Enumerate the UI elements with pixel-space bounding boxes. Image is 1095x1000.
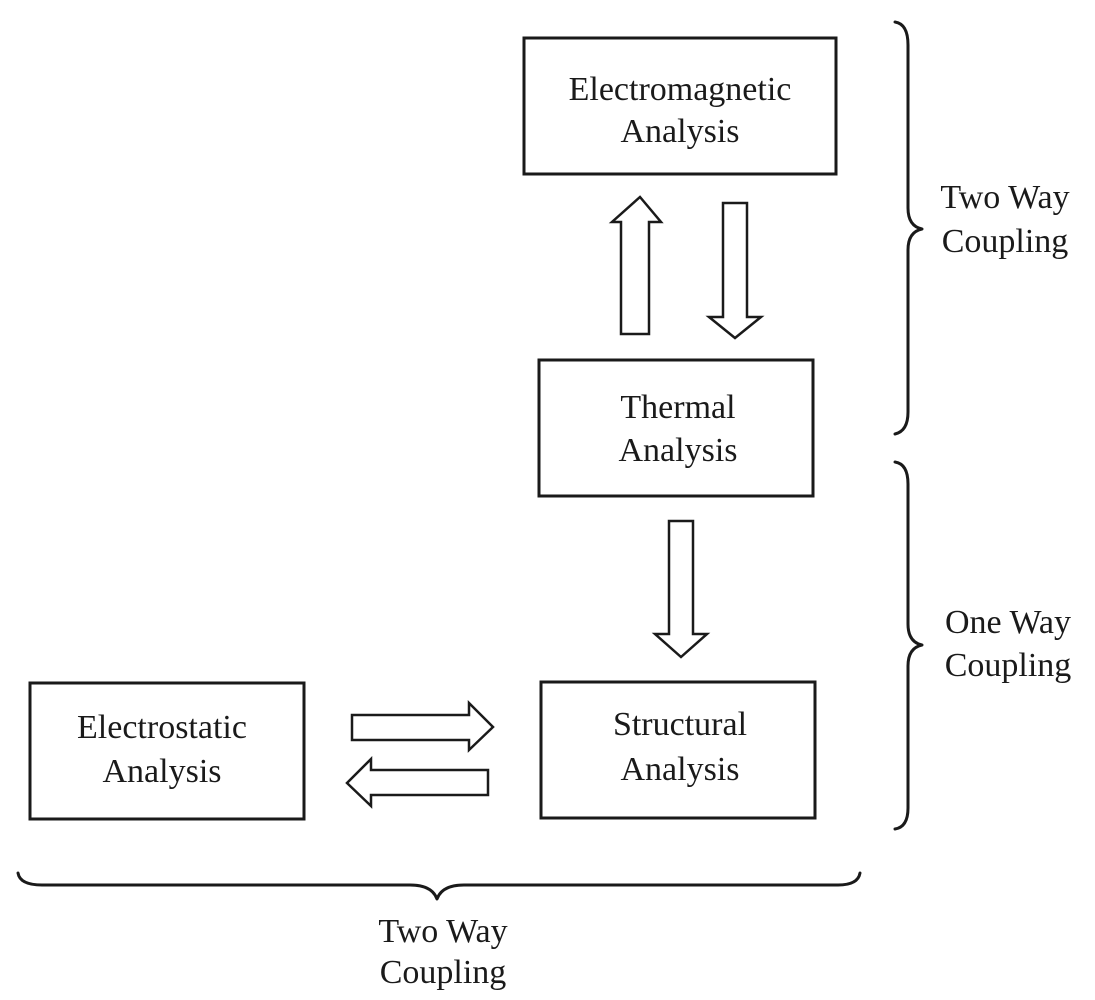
upper-right-brace bbox=[893, 20, 924, 436]
upper-right-brace-label-line2: Coupling bbox=[942, 223, 1069, 260]
lower-right-brace-label-line2: Coupling bbox=[945, 647, 1072, 684]
structural-analysis-node: Structural Analysis bbox=[539, 680, 817, 820]
structural-label-line1: Structural bbox=[613, 706, 747, 743]
thermal-analysis-node: Thermal Analysis bbox=[537, 358, 815, 498]
electrostatic-to-structural-arrow bbox=[350, 699, 495, 753]
lower-right-brace-label-line1: One Way bbox=[945, 604, 1071, 641]
thermal-label-line1: Thermal bbox=[620, 389, 735, 426]
structural-to-electrostatic-arrow bbox=[345, 755, 490, 809]
electromagnetic-label-line2: Analysis bbox=[621, 113, 740, 150]
lower-right-brace bbox=[893, 460, 924, 831]
bottom-brace bbox=[16, 871, 862, 901]
upper-right-brace-label-line1: Two Way bbox=[940, 179, 1069, 216]
electrostatic-label-line2: Analysis bbox=[103, 753, 222, 790]
bottom-brace-label-line2: Coupling bbox=[380, 954, 507, 991]
electromagnetic-label-line1: Electromagnetic bbox=[569, 71, 792, 108]
electrostatic-label-line1: Electrostatic bbox=[77, 709, 247, 746]
electromagnetic-to-thermal-arrow bbox=[705, 201, 765, 340]
thermal-label-line2: Analysis bbox=[619, 432, 738, 469]
structural-label-line2: Analysis bbox=[621, 751, 740, 788]
electromagnetic-analysis-node: Electromagnetic Analysis bbox=[522, 36, 838, 176]
thermal-to-electromagnetic-arrow bbox=[608, 195, 664, 336]
thermal-to-structural-arrow bbox=[651, 519, 711, 659]
bottom-brace-label-line1: Two Way bbox=[378, 913, 507, 950]
electrostatic-analysis-node: Electrostatic Analysis bbox=[28, 681, 306, 821]
